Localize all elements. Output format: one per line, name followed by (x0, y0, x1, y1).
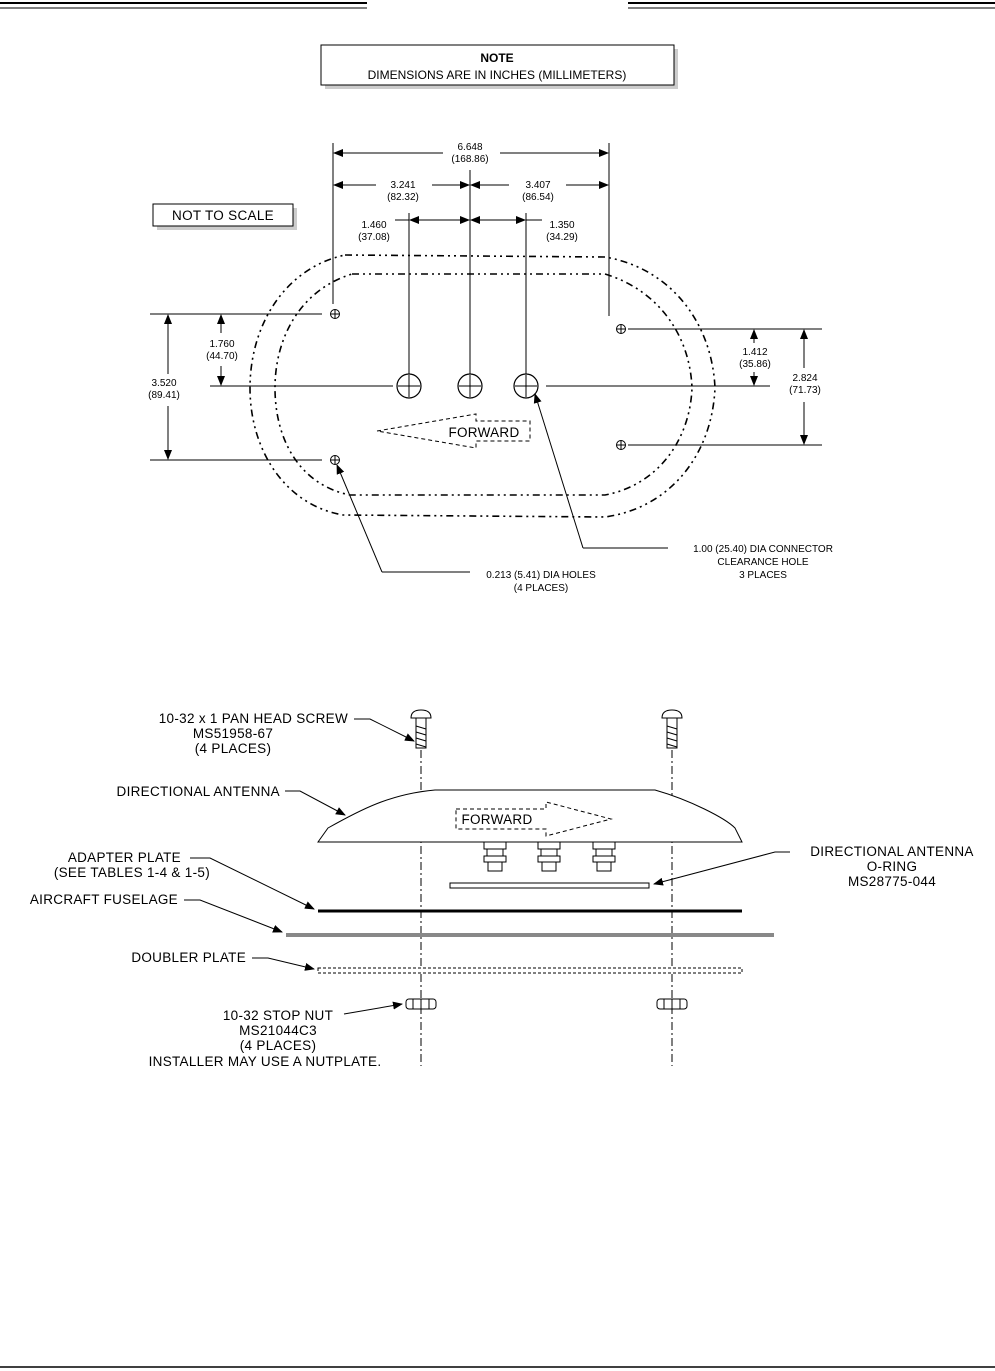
mounting-hole (330, 309, 340, 319)
connector-hole (396, 373, 422, 399)
stop-nut (405, 998, 437, 1010)
scale-box: NOT TO SCALE (152, 203, 297, 230)
antenna-label: DIRECTIONAL ANTENNA (117, 784, 280, 799)
mounting-hole (330, 455, 340, 465)
dim-left-half-in: 1.760 (209, 339, 234, 350)
antenna-connector (592, 841, 616, 872)
connector-callout-line3: 3 PLACES (739, 570, 787, 581)
dim-right-full-mm: (71.73) (789, 385, 821, 396)
antenna-connector (537, 841, 561, 872)
mounting-hole (616, 324, 626, 334)
top-view: 6.648 (168.86) 3.241 (82.32) 3.407 (86.5… (148, 142, 833, 594)
screw-label-line2: MS51958-67 (193, 726, 273, 741)
note-box: NOTE DIMENSIONS ARE IN INCHES (MILLIMETE… (320, 44, 678, 89)
nut-label-line2: MS21044C3 (239, 1023, 317, 1038)
dim-left-full-in: 3.520 (151, 378, 176, 389)
oring-label-line2: O-RING (867, 859, 918, 874)
dim-right-span-in: 3.407 (525, 180, 550, 191)
holes-callout-line2: (4 PLACES) (514, 583, 568, 594)
dim-right-full-in: 2.824 (792, 373, 817, 384)
connector-hole (513, 373, 539, 399)
holes-callout-line1: 0.213 (5.41) DIA HOLES (486, 570, 596, 581)
screw-label-line1: 10-32 x 1 PAN HEAD SCREW (159, 711, 348, 726)
dim-left-half-mm: (44.70) (206, 351, 238, 362)
dim-left-full-mm: (89.41) (148, 390, 180, 401)
screw-label-line3: (4 PLACES) (195, 741, 272, 756)
header-rules (0, 2, 995, 9)
note-text: DIMENSIONS ARE IN INCHES (MILLIMETERS) (368, 68, 627, 82)
dim-right-conn-mm: (34.29) (546, 232, 578, 243)
nut-label-line3: (4 PLACES) (240, 1038, 317, 1053)
forward-arrow-top (376, 413, 531, 449)
dim-left-span-mm: (82.32) (387, 192, 419, 203)
dim-left-conn-in: 1.460 (361, 220, 386, 231)
forward-label-top: FORWARD (448, 425, 519, 440)
dim-left-span-in: 3.241 (390, 180, 415, 191)
pan-head-screw (661, 709, 683, 749)
connector-callout-line1: 1.00 (25.40) DIA CONNECTOR (693, 544, 833, 555)
antenna-connector (483, 841, 507, 872)
dim-overall-in: 6.648 (457, 142, 482, 153)
oring-label-line3: MS28775-044 (848, 874, 936, 889)
scale-label: NOT TO SCALE (172, 208, 274, 223)
fuselage-label: AIRCRAFT FUSELAGE (30, 892, 178, 907)
nut-label-line1: 10-32 STOP NUT (223, 1008, 333, 1023)
dim-right-span-mm: (86.54) (522, 192, 554, 203)
dim-right-half-in: 1.412 (742, 347, 767, 358)
doubler-label: DOUBLER PLATE (131, 950, 246, 965)
forward-arrow-exploded (455, 801, 613, 837)
adapter-label-line2: (SEE TABLES 1-4 & 1-5) (54, 865, 210, 880)
dim-overall-mm: (168.86) (451, 154, 488, 165)
o-ring (449, 882, 650, 889)
dim-left-conn-mm: (37.08) (358, 232, 390, 243)
stop-nut (656, 998, 688, 1010)
nut-label-line4: INSTALLER MAY USE A NUTPLATE. (149, 1054, 382, 1069)
pan-head-screw (410, 709, 432, 749)
mounting-hole (616, 440, 626, 450)
antenna-inner-outline (274, 273, 693, 496)
note-title: NOTE (480, 51, 513, 65)
dim-right-half-mm: (35.86) (739, 359, 771, 370)
exploded-view: FORWARD (30, 709, 973, 1069)
doubler-plate (317, 967, 743, 974)
dim-right-conn-in: 1.350 (549, 220, 574, 231)
connector-callout-line2: CLEARANCE HOLE (717, 557, 808, 568)
connector-hole (457, 373, 483, 399)
oring-label-line1: DIRECTIONAL ANTENNA (810, 844, 973, 859)
adapter-label-line1: ADAPTER PLATE (68, 850, 181, 865)
forward-label-exploded: FORWARD (461, 812, 532, 827)
antenna-outer-outline (249, 254, 716, 518)
